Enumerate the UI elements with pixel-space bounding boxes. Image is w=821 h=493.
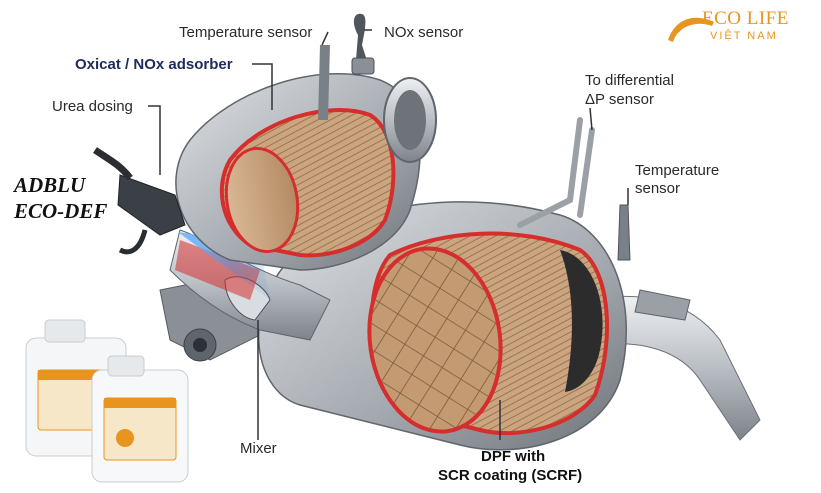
label-nox-sensor: NOx sensor	[384, 24, 464, 41]
logo-line2: VIỆT NAM	[710, 30, 778, 42]
leader-lines	[148, 29, 629, 440]
label-to-differential-2: ΔP sensor	[585, 91, 654, 108]
label-dpf-2: SCR coating (SCRF)	[438, 467, 583, 484]
label-dpf-1: DPF with	[481, 448, 546, 465]
label-temperature-sensor-top: Temperature sensor	[179, 24, 313, 41]
adblu-overlay-line2: ECO-DEF	[14, 199, 108, 223]
label-urea-dosing: Urea dosing	[52, 98, 133, 115]
temp-sensor-right	[617, 204, 631, 261]
urea-injector	[117, 174, 186, 236]
car-silhouette-icon	[668, 17, 714, 42]
logo-line1: ECO LIFE	[702, 8, 789, 29]
label-to-differential-1: To differential	[585, 72, 674, 89]
adblue-jug-front	[91, 355, 189, 483]
adblu-overlay-line1: ADBLU	[14, 173, 86, 197]
outlet-flange	[634, 289, 691, 321]
label-temperature-right-1: Temperature	[635, 162, 720, 179]
nox-sensor	[353, 13, 370, 72]
label-mixer: Mixer	[240, 440, 277, 457]
oxicat-core-face	[224, 146, 300, 254]
label-oxicat: Oxicat / NOx adsorber	[75, 56, 233, 73]
dpf-core-face	[367, 246, 503, 434]
dp-sensor-tube	[517, 117, 595, 228]
temp-sensor-top	[318, 45, 330, 120]
label-temperature-right-2: sensor	[635, 180, 681, 197]
eco-life-logo: ECO LIFE VIỆT NAM	[666, 8, 816, 48]
